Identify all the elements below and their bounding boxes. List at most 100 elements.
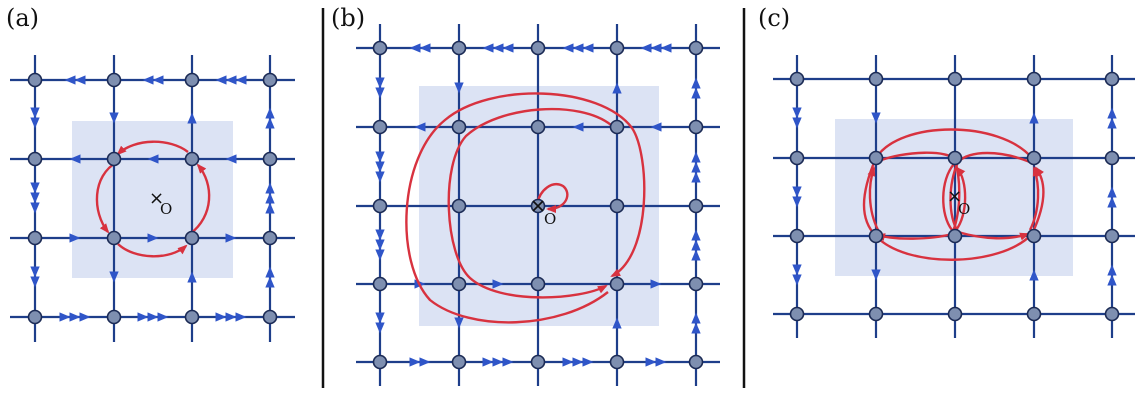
panel-a-bottom-arrow-1-0 [137,312,149,322]
panel-c-node-0-3 [789,306,805,322]
panel-c-node-3-3 [1026,306,1042,322]
panel-b-self-loop [535,183,569,213]
panel-b-node-2-3 [530,276,546,292]
panel-a-node-0-3 [27,309,43,325]
panel-a-bottom-arrow-0-2 [79,312,91,322]
panel-b-top-arrow-1-2 [502,43,514,53]
panel-a-left-arrow-1-2 [30,202,40,214]
panel-c-node-1-2 [868,228,884,244]
arrow-layer [30,43,1117,367]
panel-b-left-arrow-0-1 [375,87,385,99]
panel-b-inner-loop [447,107,612,299]
panel-a-bottom-arrow-2-2 [235,312,247,322]
panel-b-node-2-1 [530,119,546,135]
panel-c-node-1-1 [868,150,884,166]
panel-b-node-3-0 [609,40,625,56]
panel-b-right-arrow-1-0 [691,151,701,163]
panel-b-bottom-arrow-0-1 [419,357,431,367]
panel-a-inner-arrow-0 [69,154,81,164]
panel-c-right-arrow-2-0 [1107,264,1117,276]
panel-c-left-arrow-0-1 [792,117,802,129]
panel-c-node-0-0 [789,71,805,87]
panel-c-inner-arrow-1 [871,269,881,281]
panel-b-bottom-arrow-2-1 [572,357,584,367]
panel-a-inner-arrow-9 [187,271,197,283]
panel-c-origin-cross: × [947,186,962,207]
panel-a-node-2-1 [184,151,200,167]
panel-a-inner-arrow-2 [225,154,237,164]
panel-b-loops [405,92,646,324]
panel-a-bottom-arrow-0-1 [69,312,81,322]
panel-a-left-arrow-2-0 [30,266,40,278]
panel-a-inner-arrow-3 [69,233,81,243]
panel-a-left-arrow-1-0 [30,182,40,194]
panel-b-bottom-arrow-0-0 [409,357,421,367]
panel-b-node-2-4 [530,354,546,370]
panel-b-node-1-4 [451,354,467,370]
panel-a-right-arrow-2-1 [265,276,275,288]
panel-b-node-4-1 [688,119,704,135]
panel-b-node-1-0 [451,40,467,56]
panel-c-node-1-0 [868,71,884,87]
panel-a-inner-arrow-8 [187,112,197,124]
panel-b-node-4-2 [688,198,704,214]
panel-b-left-arrow-2-0 [375,229,385,241]
panel-c-node-4-2 [1104,228,1120,244]
panel-b-node-1-1 [451,119,467,135]
panel-a-bottom-arrow-0-0 [59,312,71,322]
panel-b-right-arrow-3-1 [691,322,701,334]
panel-a-left-arrow-2-1 [30,276,40,288]
panel-b-top-arrow-2-0 [562,43,574,53]
panel-c-inner-arrow-3 [1029,269,1039,281]
panel-b-node-4-0 [688,40,704,56]
panel-b-inner-arrow-7 [454,317,464,329]
panel-a-loop-left [95,160,118,234]
panel-a-node-1-1 [106,151,122,167]
panel-b-left-arrow-2-1 [375,239,385,251]
panel-c-node-3-1 [1026,150,1042,166]
panel-a-loop-bottom [117,243,188,258]
panel-a-right-arrow-1-1 [265,192,275,204]
panel-b-node-3-4 [609,354,625,370]
panel-a-right-arrow-1-2 [265,202,275,214]
panel-b-left-arrow-2-2 [375,249,385,261]
panel-c-right-arrow-1-0 [1107,186,1117,198]
panel-b-origin-cross [532,200,544,212]
panel-b-right-arrow-2-2 [691,249,701,261]
panel-c-left-arrow-1-0 [792,186,802,198]
panel-a-top-arrow-2-2 [235,75,247,85]
panel-b-inner-arrow-8 [612,82,622,94]
panel-c-right-lens [949,151,1031,241]
panel-a-node-0-1 [27,151,43,167]
panel-c-left-arrow-2-1 [792,274,802,286]
panel-c-node-2-3 [947,306,963,322]
panel-a-node-1-3 [106,309,122,325]
panel-b-left-arrow-1-2 [375,171,385,183]
panel-b-bottom-arrow-3-1 [655,357,667,367]
panel-a-right-arrow-0-0 [265,107,275,119]
panel-c-left-arc [867,166,880,231]
panel-a-bottom-arrow-2-0 [215,312,227,322]
panel-a-node-2-2 [184,230,200,246]
node-layer [27,40,1120,370]
panel-c-right-arrow-0-0 [1107,107,1117,119]
panel-a-node-1-0 [106,72,122,88]
panel-b-top-arrow-1-0 [482,43,494,53]
panel-b-label: (b) [331,4,366,32]
panel-b-left-arrow-1-0 [375,151,385,163]
panel-a-top-arrow-0-1 [74,75,86,85]
panel-b-node-0-4 [372,354,388,370]
panel-b-inner-arrow-4 [492,279,504,289]
panel-b-left-arrow-0-0 [375,77,385,89]
panel-b-outer-loop [405,92,646,324]
panel-c-right-arrow-1-1 [1107,196,1117,208]
panel-b-top-arrow-1-1 [492,43,504,53]
panel-a-loop-right [189,163,211,235]
panel-a-left-arrow-0-1 [30,117,40,129]
panel-a-origin-cross: × [149,188,164,209]
panel-b-left-arrow-3-1 [375,322,385,334]
panel-b-origin-label: O [544,210,556,228]
panel-b-node-0-0 [372,40,388,56]
panel-b-inner-arrow-2 [650,122,662,132]
